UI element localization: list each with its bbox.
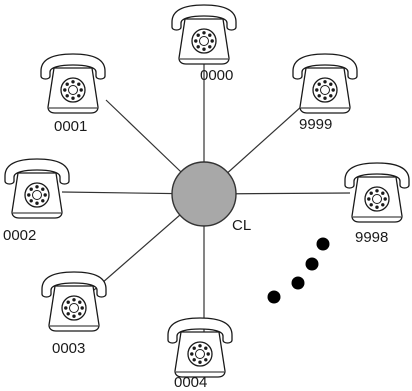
phone-label-0001: 0001 (54, 118, 87, 135)
telephone-0002 (4, 158, 70, 219)
central-hub (171, 161, 237, 227)
telephone-icon (167, 317, 233, 378)
phone-label-0003: 0003 (52, 340, 85, 357)
telephone-9999 (292, 53, 358, 114)
hub-label: CL (232, 217, 251, 234)
telephone-0004 (167, 317, 233, 378)
phone-label-0000: 0000 (200, 67, 233, 84)
ellipsis-dot (291, 276, 305, 290)
telephone-0003 (41, 271, 107, 332)
telephone-icon (40, 53, 106, 114)
telephone-icon (171, 4, 237, 65)
more-phones-ellipsis (267, 237, 330, 304)
telephone-icon (41, 271, 107, 332)
phone-label-9999: 9999 (299, 116, 332, 133)
ellipsis-dot (305, 257, 319, 271)
telephone-9998 (344, 162, 410, 223)
ellipsis-dot (267, 290, 281, 304)
phone-label-9998: 9998 (355, 229, 388, 246)
ellipsis-dot (316, 237, 330, 251)
phone-label-0002: 0002 (3, 227, 36, 244)
telephone-icon (344, 162, 410, 223)
telephone-0001 (40, 53, 106, 114)
phone-label-0004: 0004 (174, 374, 207, 391)
telephone-icon (4, 158, 70, 219)
telephone-icon (292, 53, 358, 114)
telephone-0000 (171, 4, 237, 65)
